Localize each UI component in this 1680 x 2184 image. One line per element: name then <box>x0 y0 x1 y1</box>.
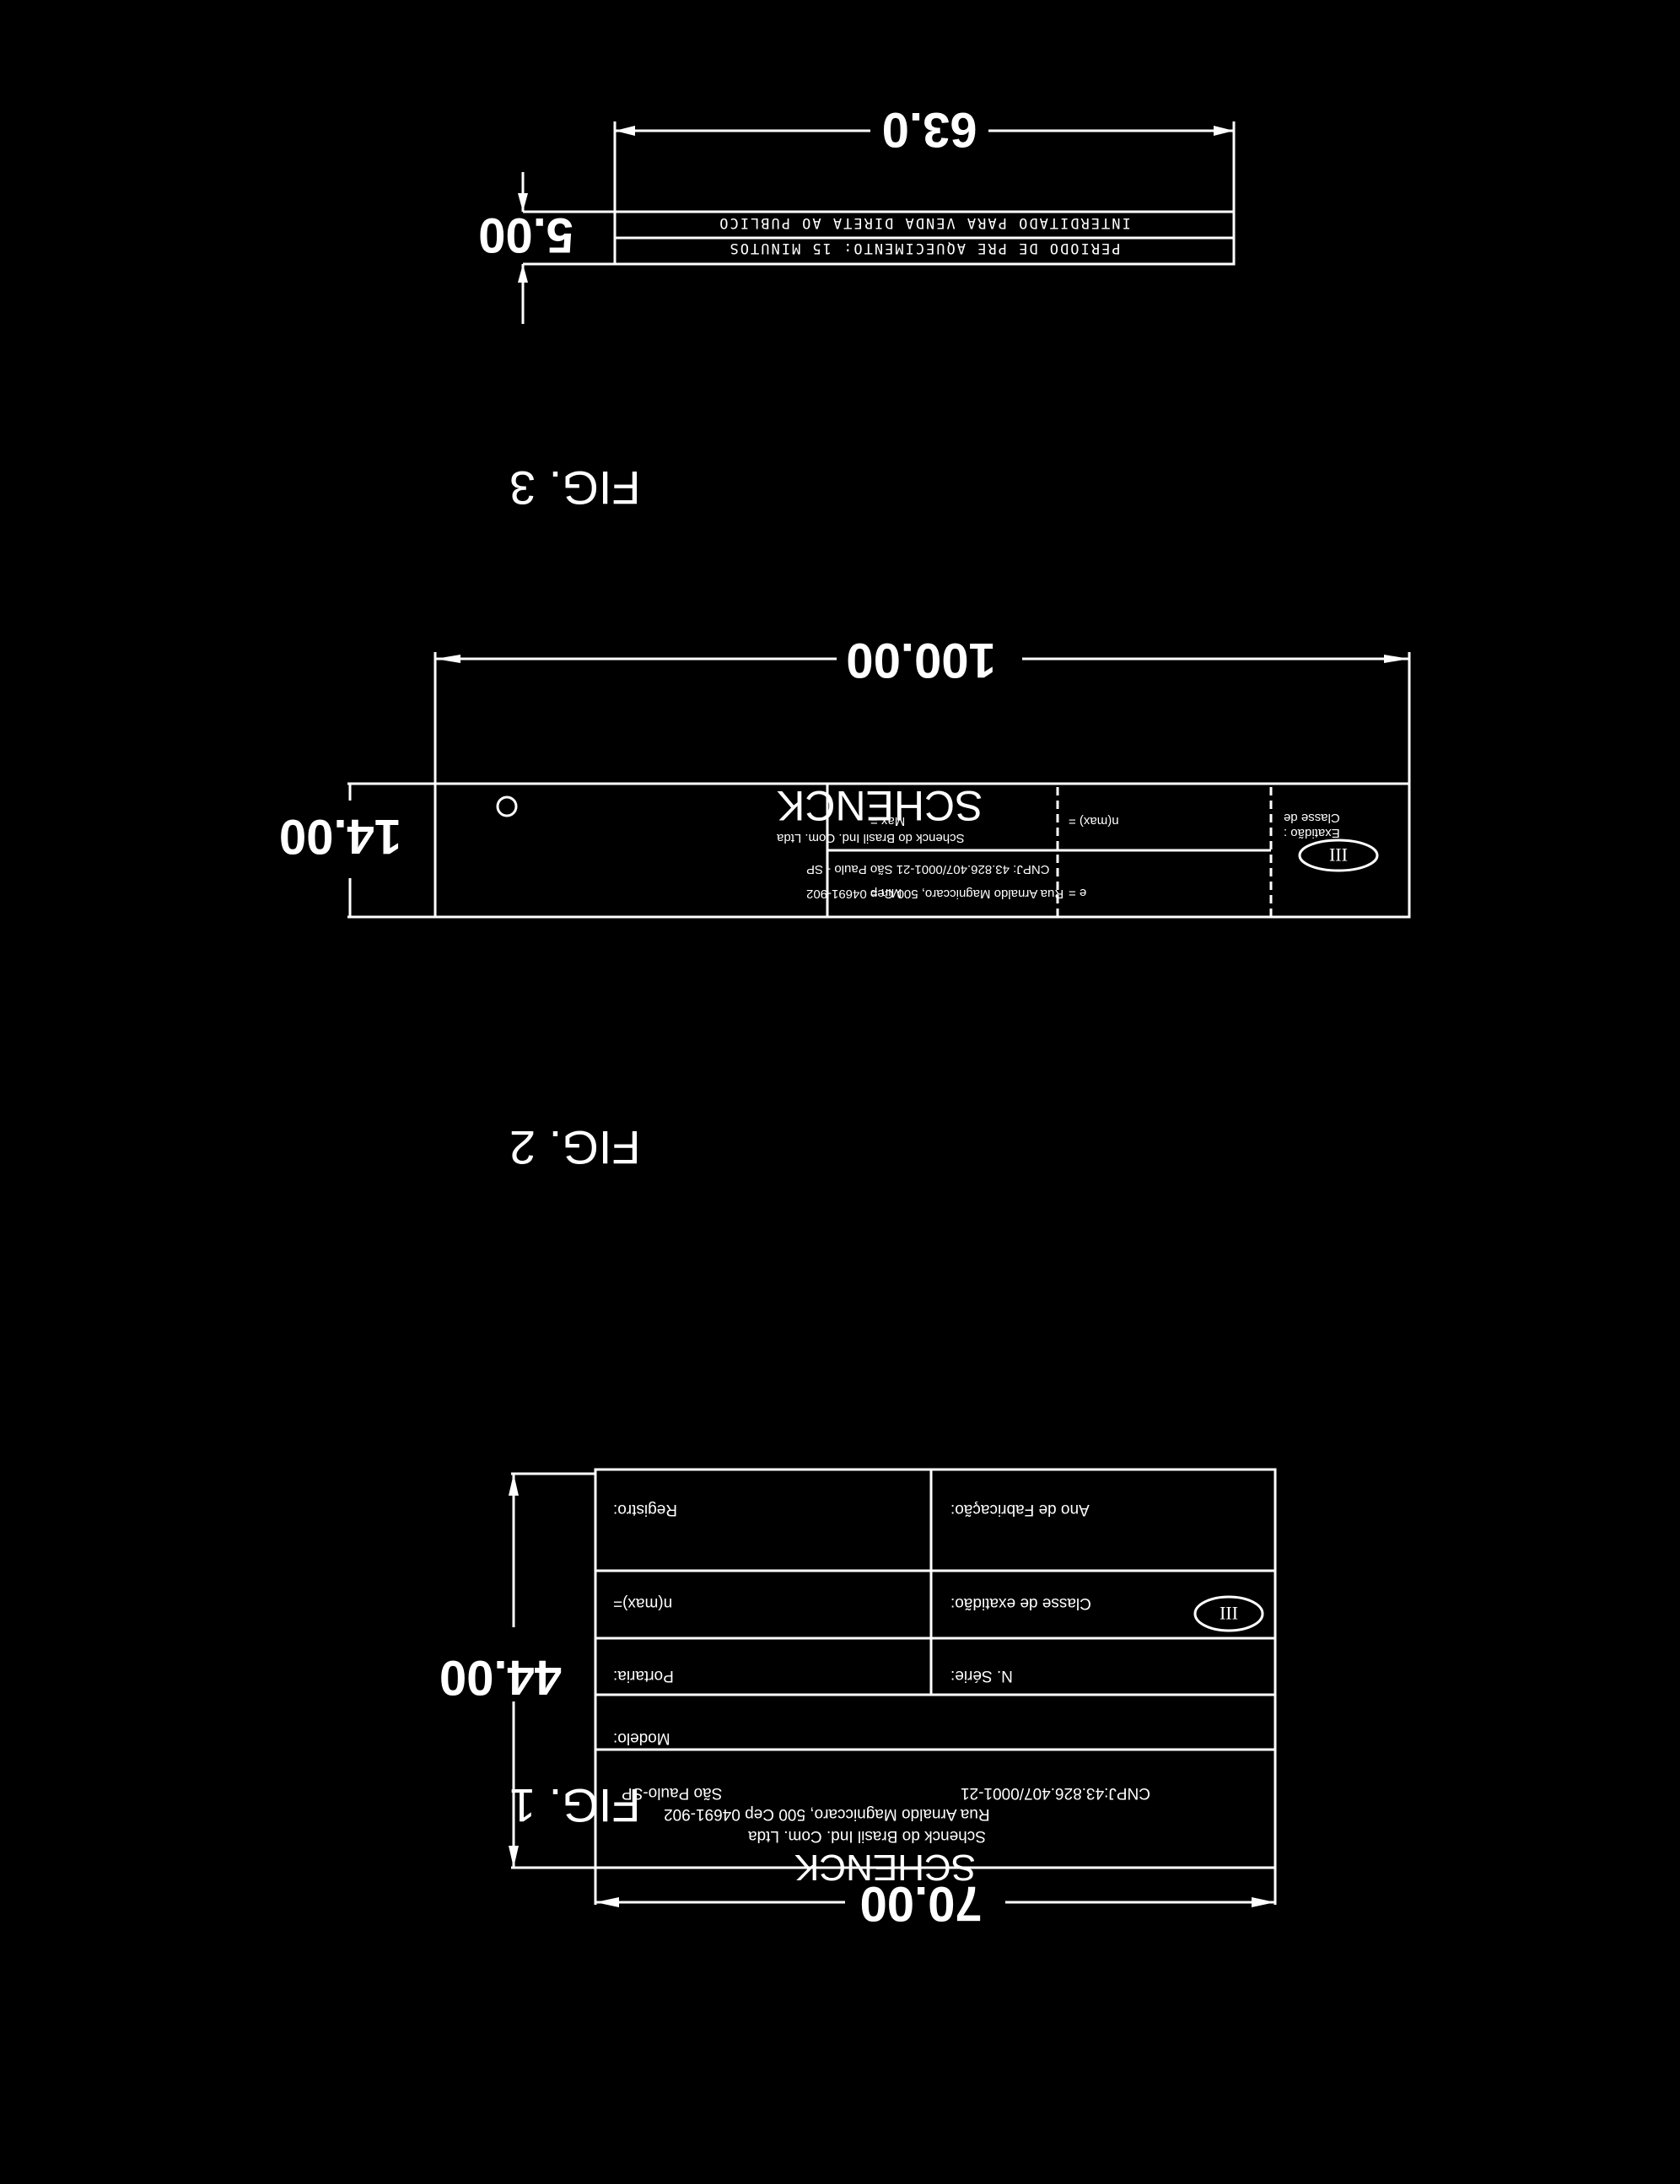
fig1-class-value: III <box>1220 1603 1238 1624</box>
fig1-ano: Ano de Fabricação: <box>950 1501 1090 1518</box>
fig1-addr-city: São Paulo-SP <box>622 1784 722 1802</box>
fig2-arrow-left <box>1384 655 1409 663</box>
fig1-harrow-top <box>509 1474 519 1496</box>
fig1-group <box>509 1468 1277 1907</box>
fig3-height-dim: 5.00 <box>478 208 573 262</box>
fig2-logo-mark <box>496 795 518 817</box>
fig1-arrow-right <box>595 1897 619 1907</box>
fig1-addr-street: Rua Arnaldo Magniccaro, 500 Cep 04691-90… <box>664 1805 990 1823</box>
fig1-classe: Classe de exatidão: <box>950 1594 1091 1612</box>
fig2-logo-text: SCHENCK <box>777 782 983 829</box>
fig1-harrow-bottom <box>509 1846 519 1868</box>
fig1-width-dim: 70.00 <box>859 1876 982 1931</box>
fig2-label: FIG. 2 <box>509 1121 641 1174</box>
fig3-line1: PERIODO DE PRE AQUECIMENTO: 15 MINUTOS <box>729 240 1121 256</box>
fig2-class-label-1: Classe de <box>1284 811 1340 825</box>
fig1-portaria: Portaria: <box>613 1667 674 1685</box>
fig3-group <box>518 121 1236 324</box>
fig2-width-dim: 100.00 <box>846 633 995 688</box>
fig2-e-label: e = <box>1069 886 1087 900</box>
fig1-modelo: Modelo: <box>613 1729 670 1747</box>
fig3-arrow-right <box>615 126 635 136</box>
fig1-serie: N. Série: <box>950 1667 1013 1685</box>
fig2-plate <box>433 782 1411 919</box>
fig1-arrow-left <box>1252 1897 1275 1907</box>
fig3-label: FIG. 3 <box>509 461 641 515</box>
fig3-width-dim: 63.0 <box>882 102 977 157</box>
fig2-class-value: III <box>1329 844 1348 866</box>
fig1-addr-cnpj: CNPJ:43.826.407/0001-21 <box>961 1784 1150 1802</box>
fig3-line2: INTERDITADO PARA VENDA DIRETA AO PUBLICO <box>718 214 1130 231</box>
fig3-harrow-bottom <box>518 193 528 212</box>
fig1-nmax: n(max)= <box>613 1594 672 1612</box>
fig1-plate <box>594 1468 1277 1869</box>
fig2-class-oval <box>1298 839 1379 872</box>
fig2-cnpj: CNPJ: 43.826.407/0001-21 São Paulo - SP <box>806 862 1050 876</box>
fig2-min-label: Min = <box>870 886 902 900</box>
fig3-arrow-left <box>1214 126 1234 136</box>
fig1-company: Schenck do Brasil Ind. Com. Ltda <box>748 1827 986 1845</box>
fig2-arrow-right <box>435 655 460 663</box>
fig1-logo-text: SCHENCK <box>794 1847 976 1888</box>
fig2-height-dim: 14.00 <box>279 809 401 864</box>
fig2-max-label: Max = <box>870 814 906 828</box>
fig3-harrow-top <box>518 264 528 283</box>
fig1-height-dim: 44.00 <box>439 1650 562 1705</box>
fig1-class-oval <box>1193 1595 1264 1632</box>
fig2-class-label-2: Exatidão : <box>1284 826 1340 840</box>
fig1-label: FIG. 1 <box>509 1779 641 1832</box>
fig2-company: Schenck do Brasil Ind. Com. Ltda <box>776 831 964 845</box>
fig1-registro: Registro: <box>613 1501 677 1518</box>
fig2-group <box>347 652 1411 919</box>
fig2-address: Rua Arnaldo Magniccaro, 500 Cep 04691-90… <box>806 887 1063 901</box>
fig2-nmax-label: n(max) = <box>1069 814 1119 828</box>
